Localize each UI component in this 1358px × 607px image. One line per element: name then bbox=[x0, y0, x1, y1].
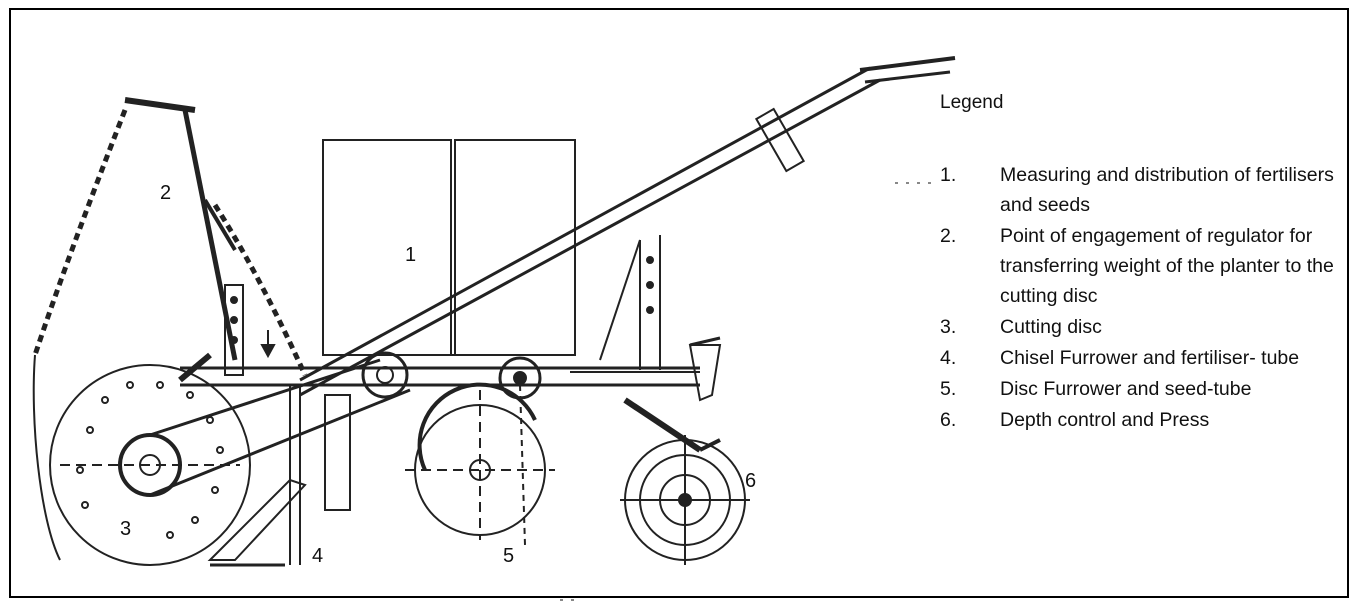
legend-item-number: 5. bbox=[940, 378, 957, 400]
legend-item-text: Disc Furrower and seed-tube bbox=[1000, 378, 1252, 400]
regulator-arm bbox=[32, 97, 308, 561]
cutting-disc bbox=[49, 352, 411, 566]
callout-2: 2 bbox=[160, 182, 172, 204]
callout-5: 5 bbox=[503, 545, 515, 567]
legend-item: 1. Measuring and distribution of fertili… bbox=[940, 160, 1340, 220]
legend-item: 2. Point of engagement of regulator for … bbox=[940, 221, 1340, 311]
legend-item: 4. Chisel Furrower and fertiliser- tube bbox=[940, 343, 1340, 373]
press-wheel bbox=[620, 336, 750, 565]
legend-item: 3. Cutting disc bbox=[940, 312, 1340, 342]
main-frame bbox=[180, 366, 700, 387]
chisel-furrower bbox=[207, 385, 351, 567]
hopper bbox=[322, 139, 576, 356]
ground-line bbox=[560, 182, 935, 601]
callout-6: 6 bbox=[745, 470, 757, 492]
legend-title: Legend bbox=[940, 92, 1004, 113]
legend-item-text: Point of engagement of regulator for tra… bbox=[1000, 225, 1334, 307]
legend-item-text: Measuring and distribution of fertiliser… bbox=[1000, 164, 1334, 216]
legend-item-text: Cutting disc bbox=[1000, 316, 1102, 338]
legend-item-text: Depth control and Press bbox=[1000, 409, 1210, 431]
legend-item-number: 6. bbox=[940, 409, 957, 431]
callout-3: 3 bbox=[120, 518, 132, 540]
callout-1: 1 bbox=[405, 244, 417, 266]
legend-item: 5. Disc Furrower and seed-tube bbox=[940, 374, 1340, 404]
disc-furrower bbox=[405, 382, 555, 546]
legend-item-number: 2. bbox=[940, 225, 957, 247]
callout-4: 4 bbox=[312, 545, 324, 567]
legend-item-number: 1. bbox=[940, 164, 957, 186]
legend-item-text: Chisel Furrower and fertiliser- tube bbox=[1000, 347, 1300, 369]
handle bbox=[299, 56, 956, 397]
legend-item-number: 4. bbox=[940, 347, 957, 369]
legend-item-number: 3. bbox=[940, 316, 957, 338]
legend-item: 6. Depth control and Press bbox=[940, 405, 1340, 435]
legend-list: 1. Measuring and distribution of fertili… bbox=[940, 160, 1340, 436]
